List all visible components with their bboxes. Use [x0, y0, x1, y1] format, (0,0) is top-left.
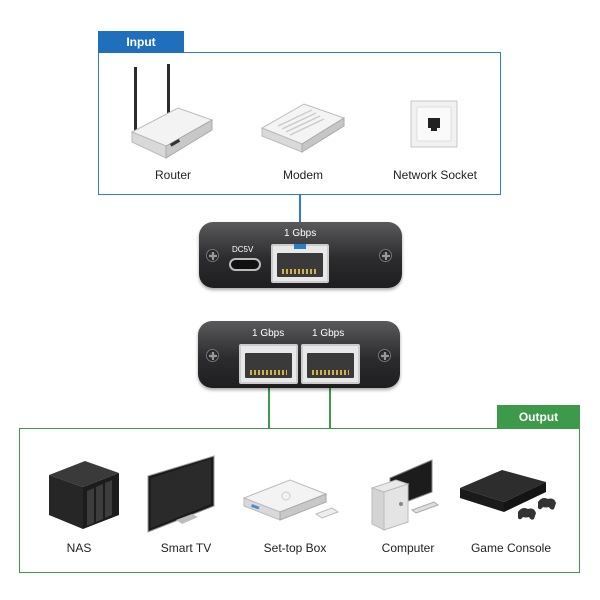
output-speed-label-1: 1 Gbps: [252, 328, 285, 339]
input-panel: [98, 52, 501, 195]
network-socket-icon: [410, 100, 458, 148]
router-label: Router: [154, 168, 192, 182]
router-icon: [130, 64, 214, 159]
output-adapter-box: [198, 321, 400, 388]
input-tab: Input: [98, 31, 184, 53]
game-console-label: Game Console: [470, 541, 552, 555]
set-top-box-label: Set-top Box: [263, 541, 327, 555]
output-panel: [19, 428, 580, 573]
screw-icon: [378, 349, 391, 362]
dc-power-label: DC5V: [232, 245, 254, 254]
ethernet-port-icon: [239, 344, 298, 384]
nas-label: NAS: [66, 541, 92, 555]
smart-tv-icon: [147, 455, 215, 533]
smart-tv-label: Smart TV: [160, 541, 212, 555]
computer-icon: [370, 459, 440, 531]
screw-icon: [379, 249, 392, 262]
ethernet-port-icon: [301, 344, 360, 384]
network-socket-label: Network Socket: [392, 168, 478, 182]
usb-c-port-icon: [229, 258, 261, 271]
input-speed-label: 1 Gbps: [284, 228, 317, 239]
computer-label: Computer: [381, 541, 435, 555]
modem-label: Modem: [282, 168, 323, 182]
game-console-icon: [460, 470, 556, 520]
modem-icon: [260, 103, 346, 153]
screw-icon: [206, 249, 219, 262]
set-top-box-icon: [242, 479, 340, 521]
screw-icon: [206, 349, 219, 362]
output-tab: Output: [497, 405, 580, 428]
nas-icon: [49, 461, 119, 529]
output-speed-label-2: 1 Gbps: [312, 328, 345, 339]
cable-plug-icon: [294, 244, 306, 249]
ethernet-port-icon: [271, 244, 329, 283]
